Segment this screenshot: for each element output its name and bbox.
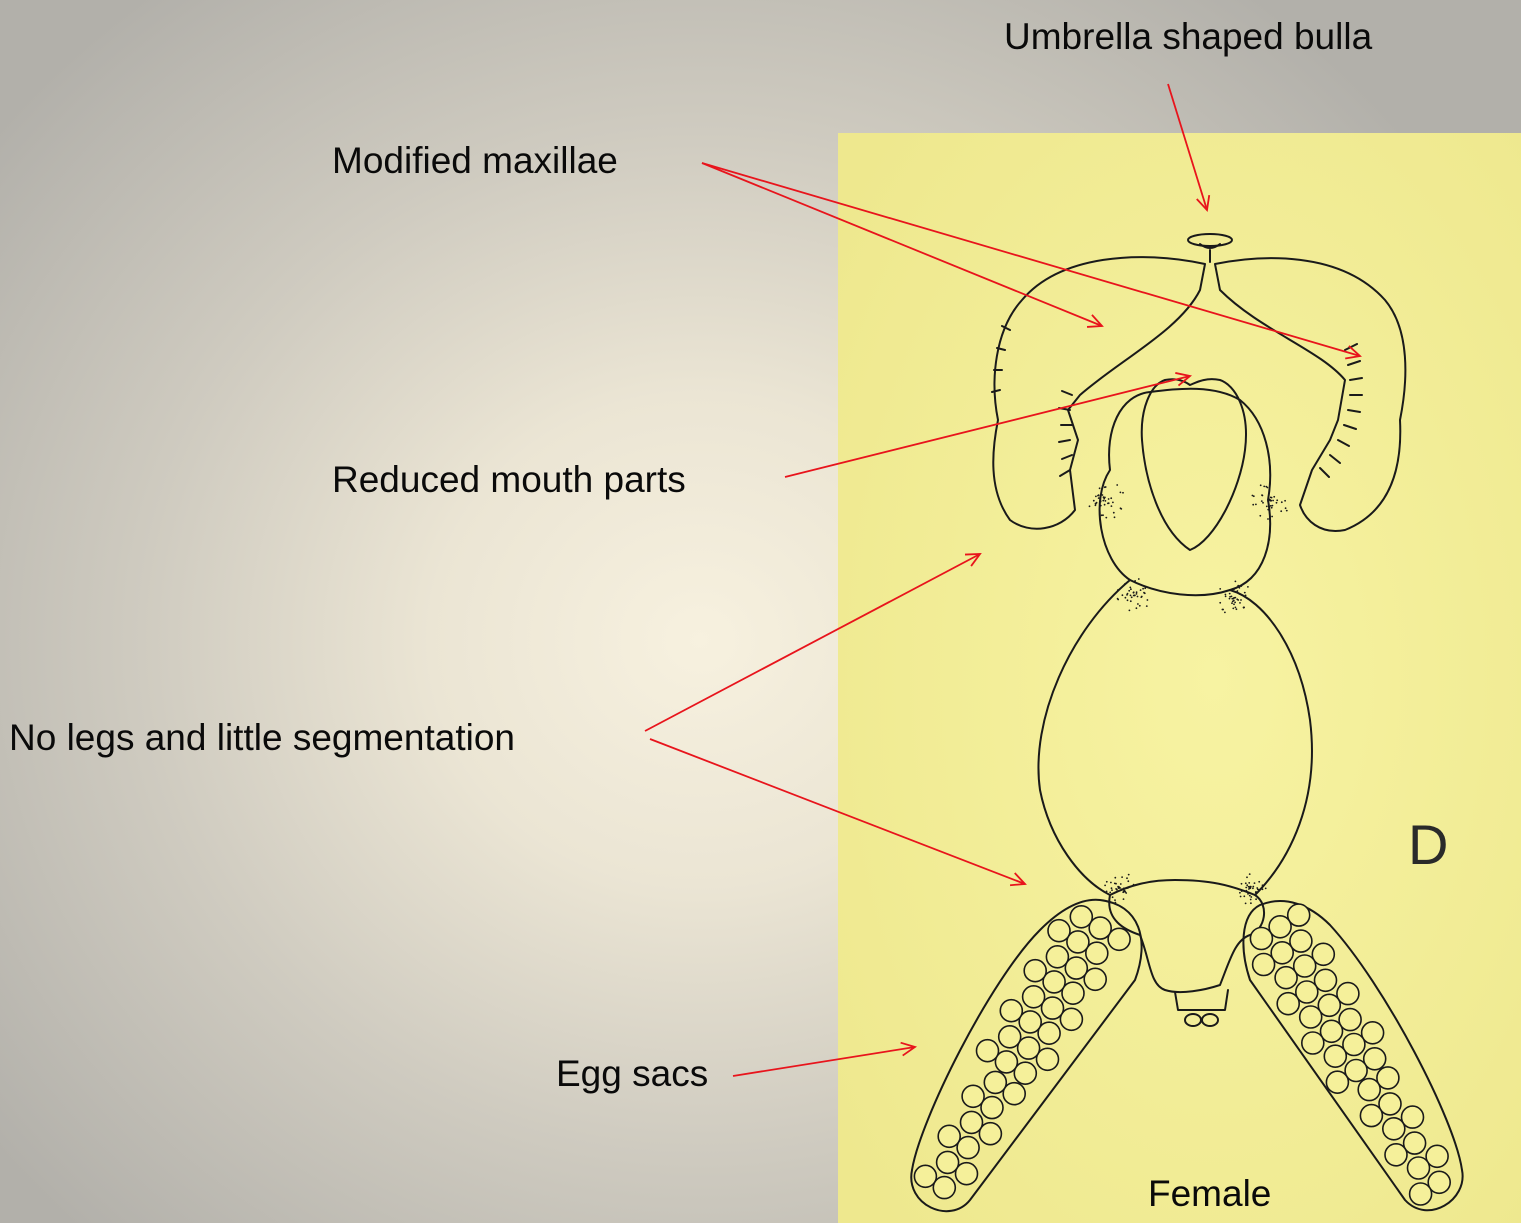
arrow-legs-upper <box>645 554 980 731</box>
arrow-mouth-parts <box>785 376 1190 477</box>
arrow-maxillae-right <box>702 163 1360 356</box>
arrow-legs-lower <box>650 739 1025 884</box>
arrow-bulla <box>1168 84 1207 210</box>
arrow-egg-sacs <box>733 1047 915 1076</box>
arrow-maxillae-left <box>702 163 1102 326</box>
